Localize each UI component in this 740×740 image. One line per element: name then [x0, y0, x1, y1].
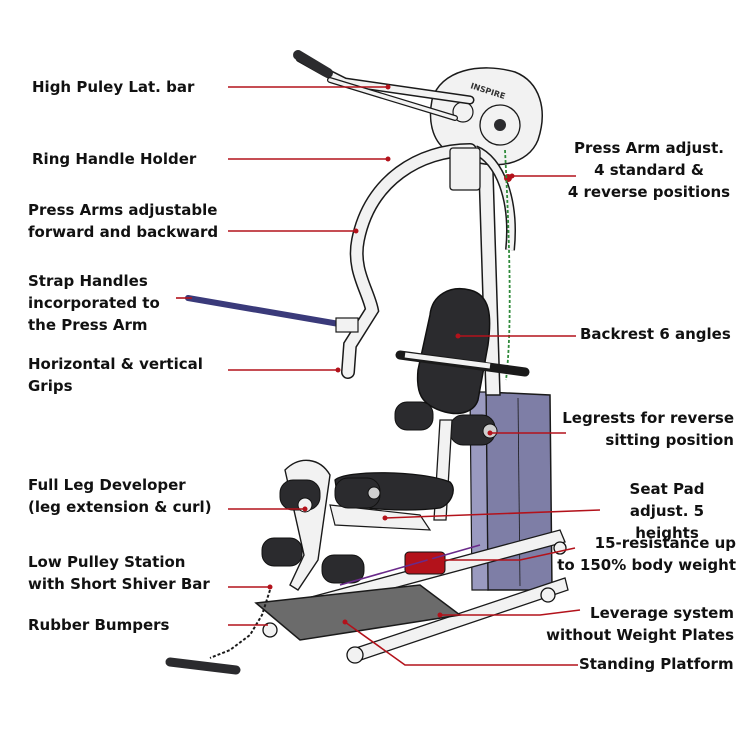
leg-roller-lower-left [261, 537, 303, 567]
leg-roller-lower-right [321, 554, 365, 584]
leader-dot-leg-developer [302, 506, 308, 512]
label-backrest: Backrest 6 angles [580, 325, 731, 343]
leader-lines-right [342, 173, 601, 666]
ring-handle-holder [449, 147, 481, 191]
label-grips: Horizontal & vertical Grips [28, 355, 203, 395]
leader-lines [176, 84, 391, 626]
leader-dot-low-pulley [267, 584, 273, 590]
resistance-cable [339, 544, 481, 586]
label-strap-handles: Strap Handles incorporated to the Press … [28, 272, 160, 334]
leader-dot-resistance [427, 557, 433, 563]
leader-leverage [440, 609, 581, 616]
leader-dot-platform [342, 619, 348, 625]
leader-resistance [430, 547, 576, 561]
leader-dot-legrests [487, 430, 493, 436]
label-press-arms-adj: Press Arms adjustable forward and backwa… [28, 201, 219, 241]
label-resistance: 15-resistance up to 150% body weight [557, 534, 736, 574]
leader-dot-press-arm-adjust [509, 173, 515, 179]
leader-platform [344, 621, 578, 666]
label-platform: Standing Platform [579, 655, 734, 673]
strap-handle-end [335, 317, 359, 333]
low-pulley-chain [209, 589, 271, 659]
leader-dot-high-pulley [385, 84, 391, 90]
leader-seat-pad [384, 509, 601, 519]
label-high-pulley: High Puley Lat. bar [32, 78, 195, 96]
label-rubber-bumpers: Rubber Bumpers [28, 616, 170, 634]
rubber-bumper-front [346, 646, 364, 664]
rubber-bumper-left [262, 622, 278, 638]
backrest-pad [416, 288, 491, 415]
leader-dot-press-arms-adj [353, 228, 359, 234]
resistance-unit [404, 551, 446, 575]
press-arm-rear-inner [473, 146, 515, 251]
rubber-bumper-right [540, 587, 556, 603]
leader-dot-leverage [437, 612, 443, 618]
leader-dot-backrest [455, 333, 461, 339]
short-shiver-bar [165, 657, 241, 675]
label-ring-handle: Ring Handle Holder [32, 150, 197, 168]
label-press-arm-adjust: Press Arm adjust. 4 standard & 4 reverse… [567, 139, 731, 201]
leg-roller-cap [367, 486, 381, 500]
leader-dot-ring-handle [385, 156, 391, 162]
label-leg-developer: Full Leg Developer (leg extension & curl… [28, 476, 212, 516]
seat-frame [329, 504, 432, 531]
cable-band [504, 149, 511, 381]
label-seat-pad: Seat Pad adjust. 5 heights [629, 480, 705, 542]
lat-bar-grip [293, 50, 333, 78]
pulley-hub [494, 119, 506, 131]
leader-dot-grips [335, 367, 341, 373]
press-arm-inner [342, 144, 476, 378]
leader-dot-seat-pad [382, 515, 388, 521]
label-leverage: Leverage system without Weight Plates [546, 604, 734, 644]
strap-handle-bar [185, 295, 348, 328]
backrest-handle-inner [404, 352, 491, 369]
label-legrests: Legrests for reverse sitting position [562, 409, 734, 449]
label-low-pulley: Low Pulley Station with Short Shiver Bar [28, 553, 210, 593]
legrest-roller-upper-left [394, 401, 434, 431]
